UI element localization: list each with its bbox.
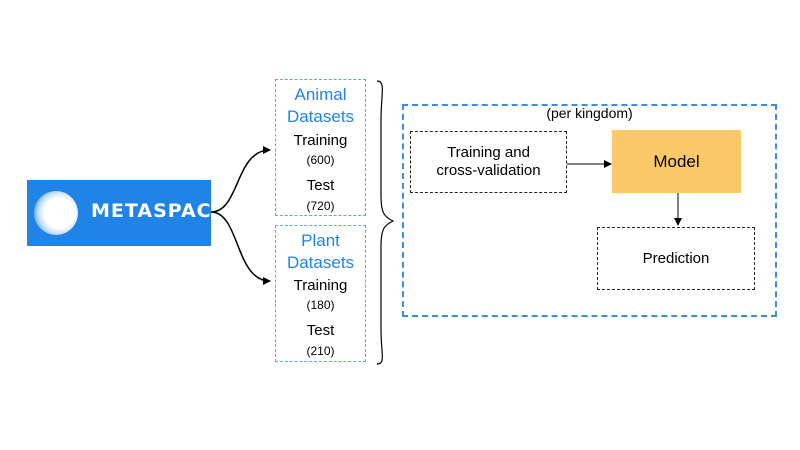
animal-datasets-box: Animal Datasets Training (600) Test (720… xyxy=(275,79,366,216)
logo-orb-icon xyxy=(34,191,78,235)
prediction-box: Prediction xyxy=(597,227,755,290)
animal-datasets-title-line1: Animal xyxy=(294,85,347,104)
plant-datasets-title-line2: Datasets xyxy=(286,253,355,272)
plant-datasets-box: Plant Datasets Training (180) Test (210) xyxy=(275,225,366,362)
animal-test-label: Test xyxy=(306,177,335,194)
logo-text: METASPACE xyxy=(91,200,211,222)
plant-training-label: Training xyxy=(293,277,348,294)
per-kingdom-pipeline-box xyxy=(402,104,777,317)
plant-test-count: (210) xyxy=(306,344,335,358)
model-box: Model xyxy=(612,130,741,193)
model-label: Model xyxy=(653,151,700,171)
arrow-logo-to-plant xyxy=(210,211,271,285)
training-line1: Training and xyxy=(447,144,530,161)
plant-test-label: Test xyxy=(306,322,335,339)
per-kingdom-label: (per kingdom) xyxy=(546,105,633,121)
animal-test-count: (720) xyxy=(306,199,335,213)
plant-datasets-title-line1: Plant xyxy=(301,231,340,250)
metaspace-logo: METASPACE xyxy=(27,180,211,246)
animal-training-count: (600) xyxy=(306,153,335,167)
plant-training-count: (180) xyxy=(306,298,335,312)
prediction-label: Prediction xyxy=(642,250,710,267)
animal-training-label: Training xyxy=(293,132,348,149)
training-line2: cross-validation xyxy=(436,162,541,179)
animal-datasets-title-line2: Datasets xyxy=(286,107,355,126)
curly-brace xyxy=(376,80,395,365)
training-cross-validation-box: Training and cross-validation xyxy=(410,131,567,193)
arrow-logo-to-animal xyxy=(210,146,271,213)
